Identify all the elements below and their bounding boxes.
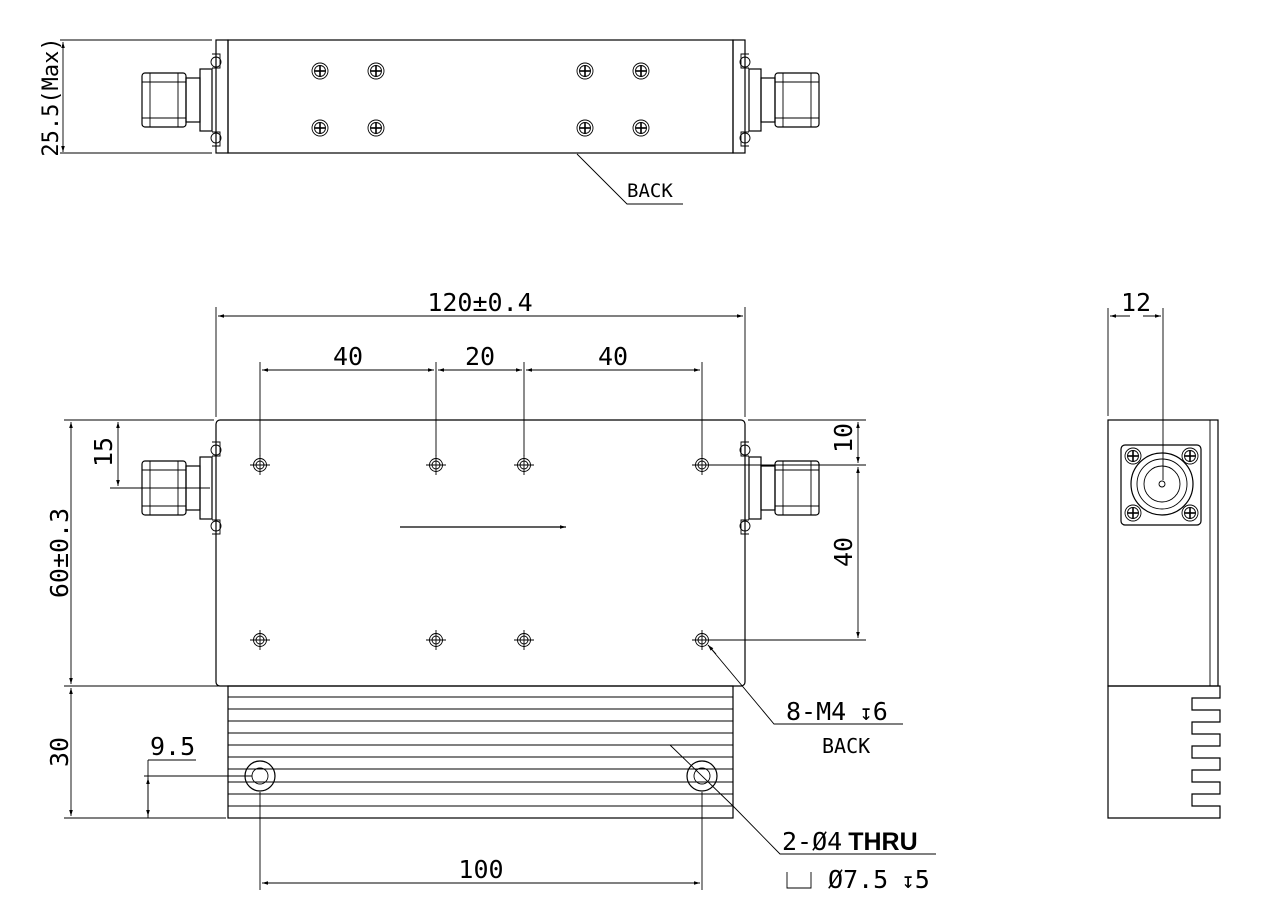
screw-icon (367, 119, 385, 137)
screw-icon (1181, 504, 1199, 522)
counterbore-callout: Ø7.5 ↧5 (828, 865, 930, 894)
side-width-dim: 12 (1121, 288, 1151, 317)
top-back-label: BACK (627, 180, 673, 202)
screw-icon (576, 119, 594, 137)
screw-icon (632, 62, 650, 80)
heatsink-height-dim: 30 (45, 737, 74, 767)
screw-icon (1124, 504, 1142, 522)
hole-offset-dim: 9.5 (150, 732, 195, 761)
screw-icon (311, 119, 329, 137)
screw-icon (632, 119, 650, 137)
spacing-left-dim: 40 (333, 342, 363, 371)
tapped-hole-icon (249, 629, 271, 651)
spacing-right-dim: 40 (598, 342, 628, 371)
tapped-hole-icon (425, 629, 447, 651)
counterbore-symbol-icon (786, 872, 812, 889)
diameter-symbol-icon: Ø (812, 827, 827, 856)
screw-icon (576, 62, 594, 80)
tap-callout-label: 8-M4 ↧6 (786, 697, 888, 726)
depth-symbol-icon: ↧ (846, 701, 873, 726)
front-view: 120±0.4 40 20 40 60±0.3 15 10 40 30 (45, 288, 936, 894)
hole-spacing-dim: 100 (458, 855, 503, 884)
tap-back-label: BACK (822, 734, 870, 758)
side-view: 12 (1107, 288, 1221, 819)
front-height-dim: 60±0.3 (45, 508, 74, 598)
tapped-hole-icon (425, 454, 447, 476)
top-height-dim: 25.5(Max) (39, 37, 64, 156)
offset-right-mid-dim: 40 (829, 537, 858, 567)
offset-right-top-dim: 10 (829, 423, 858, 453)
spacing-mid-dim: 20 (465, 342, 495, 371)
mounting-hole (686, 760, 718, 792)
front-length-dim: 120±0.4 (427, 288, 532, 317)
tapped-hole-icon (513, 629, 535, 651)
screw-icon (1181, 447, 1199, 465)
screw-icon (311, 62, 329, 80)
offset-left-dim: 15 (89, 437, 118, 467)
tapped-hole-icon (249, 454, 271, 476)
tapped-hole-icon (513, 454, 535, 476)
screw-icon (1124, 447, 1142, 465)
depth-symbol-icon: ↧ (888, 869, 915, 894)
screw-icon (367, 62, 385, 80)
top-view: 25.5(Max) BACK (39, 37, 820, 205)
